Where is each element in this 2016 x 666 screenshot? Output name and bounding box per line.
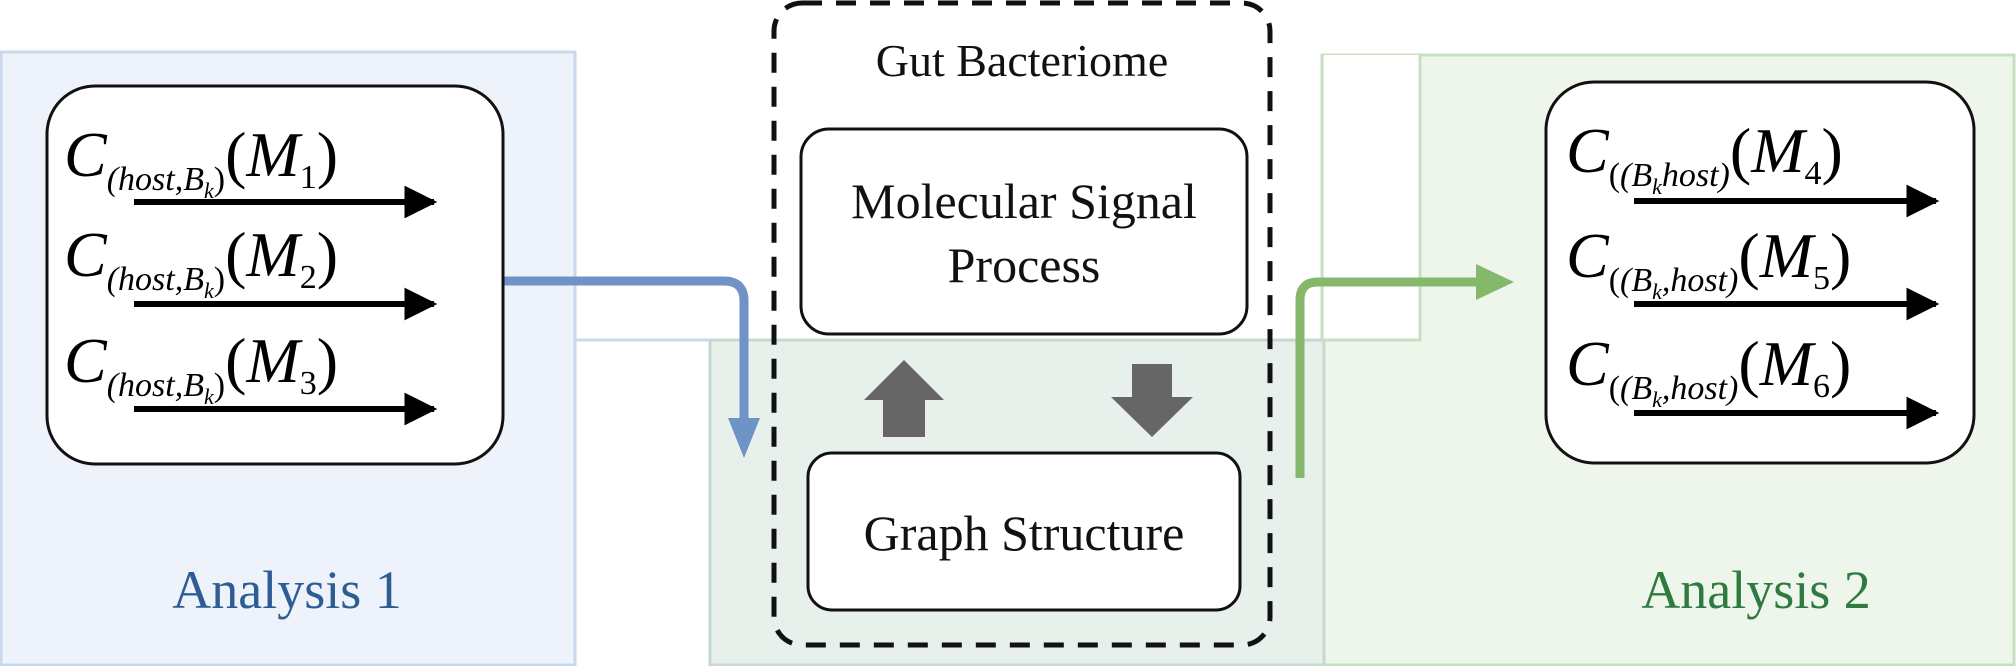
analysis1-connector-arrow: [504, 276, 749, 420]
molecular-signal-label-2: Process: [948, 237, 1101, 293]
channel-row-3: C(host,Bk)(M3): [64, 325, 438, 426]
channel-label-3: C(host,Bk)(M3): [64, 325, 338, 409]
gut-bacteriome-container: [771, 0, 1273, 648]
analysis1-channel-box: [45, 84, 505, 466]
graph-structure-box: [806, 451, 1242, 612]
channel-row-2: C(host,Bk)(M2): [64, 219, 438, 321]
analysis1-label: Analysis 1: [172, 560, 402, 620]
channel-row-5: C((Bk,host)(M5): [1566, 220, 1940, 321]
molecular-signal-box: [799, 127, 1249, 336]
overlap-inner-right: [1324, 55, 1420, 340]
channel-row-4: C((Bkhost)(M4): [1566, 115, 1940, 218]
analysis2-channel-box: [1544, 80, 1976, 465]
analysis2-region-notch: [1324, 55, 1422, 342]
analysis1-arrowhead: [728, 418, 760, 458]
channel-label-2: C(host,Bk)(M2): [64, 219, 338, 303]
channel-label-1: C(host,Bk)(M1): [64, 119, 338, 203]
channel-row-6: C((Bk,host)(M6): [1566, 328, 1940, 430]
analysis1-region-notch: [573, 52, 710, 342]
analysis2-label: Analysis 2: [1641, 560, 1871, 620]
molecular-signal-label-1: Molecular Signal: [851, 173, 1197, 229]
graph-structure-label: Graph Structure: [864, 505, 1185, 561]
channel-label-5: C((Bk,host)(M5): [1566, 220, 1851, 304]
channel-label-4: C((Bkhost)(M4): [1566, 115, 1843, 199]
analysis2-connector-arrow: [1295, 277, 1480, 478]
analysis2-arrowhead: [1476, 264, 1514, 300]
gut-bacteriome-title: Gut Bacteriome: [876, 35, 1169, 86]
channel-label-6: C((Bk,host)(M6): [1566, 328, 1851, 412]
channel-row-1: C(host,Bk)(M1): [64, 119, 438, 219]
down-block-arrow: [1111, 364, 1193, 437]
up-block-arrow: [864, 360, 944, 437]
overlap-inner-left: [575, 52, 710, 340]
